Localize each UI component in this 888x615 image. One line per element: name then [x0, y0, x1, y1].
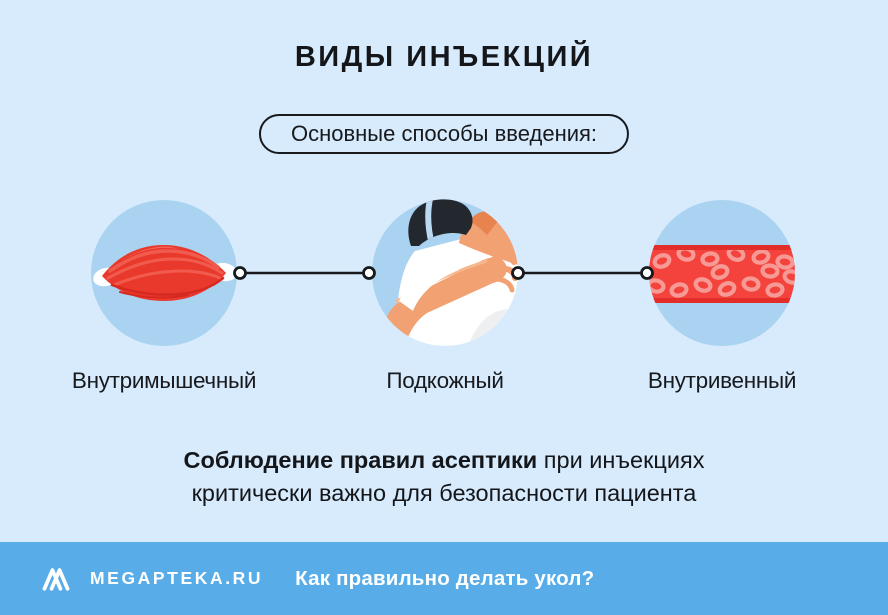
- pinched-skin-person-icon: [372, 199, 518, 346]
- blood-vessel-icon: [649, 200, 795, 346]
- brand-text: MEGAPTEKA.RU: [90, 568, 264, 588]
- method-label-intramuscular: Внутримышечный: [71, 368, 257, 393]
- method-circle-intramuscular: [90, 199, 238, 347]
- safety-note-bold: Соблюдение правил асептики: [183, 447, 538, 473]
- muscle-icon: [91, 200, 237, 346]
- megapteka-m-logo-icon: [42, 567, 70, 591]
- page-title: ВИДЫ ИНЪЕКЦИЙ: [294, 41, 594, 73]
- method-label-subcutaneous: Подкожный: [386, 368, 504, 393]
- method-label-intravenous: Внутривенный: [647, 368, 797, 393]
- method-circle-intravenous: [648, 199, 796, 347]
- footer-tagline: Как правильно делать укол?: [295, 566, 595, 590]
- safety-note-line1-rest: при инъекциях: [537, 447, 705, 473]
- method-circle-subcutaneous: [371, 199, 519, 347]
- safety-note-line2: критически важно для безопасности пациен…: [191, 480, 697, 506]
- subtitle-badge: Основные способы введения:: [258, 114, 630, 154]
- safety-note: Соблюдение правил асептики при инъекциях…: [134, 444, 754, 510]
- footer-bar: MEGAPTEKA.RU Как правильно делать укол?: [0, 542, 888, 615]
